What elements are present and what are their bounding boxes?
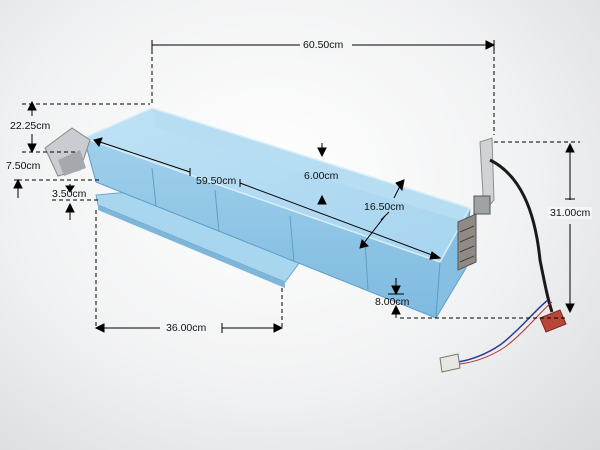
switch-box [473, 195, 491, 215]
label-side-height: 31.00cm [548, 207, 593, 219]
heater-coil-line [459, 225, 475, 233]
left-mount-tab-face [58, 150, 86, 176]
label-width: 16.50cm [364, 201, 405, 213]
heater-coil-line [459, 245, 475, 253]
red-wire [459, 301, 553, 365]
label-foot-height: 8.00cm [375, 296, 410, 308]
red-connector [539, 309, 567, 333]
blue-wire [457, 299, 549, 363]
label-depth: 6.00cm [304, 170, 339, 182]
white-connector [439, 353, 461, 373]
label-height-top: 22.25cm [10, 120, 51, 132]
dimension-lines [13, 40, 580, 333]
tray-rim [83, 107, 472, 263]
tray-back-wall [152, 108, 470, 222]
heater-coil-line [459, 255, 475, 263]
panel-seam [364, 240, 369, 291]
panel-seam [289, 215, 295, 263]
power-cable [489, 158, 554, 313]
panel-seam [151, 167, 157, 207]
heater-coil-line [459, 235, 475, 243]
panel-seam [214, 189, 220, 233]
heater-coil [457, 213, 477, 271]
label-lip-height: 3.50cm [52, 188, 87, 200]
right-bracket [479, 137, 495, 214]
label-step-height: 7.50cm [6, 160, 41, 172]
label-base-length: 36.00cm [164, 322, 209, 334]
base-plate-edge [98, 205, 285, 288]
label-inner-length: 59.50cm [196, 175, 237, 187]
label-overall-length: 60.50cm [301, 39, 346, 51]
